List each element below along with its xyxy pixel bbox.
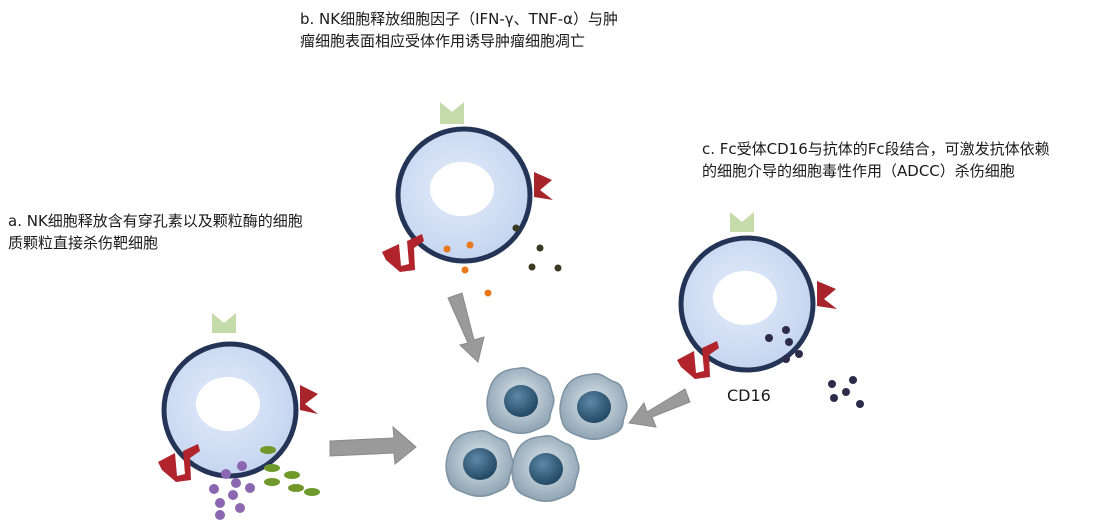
y-receptor-b (382, 234, 424, 272)
nk-cell-b (382, 102, 553, 272)
caption-c-line-1: c. Fc受体CD16与抗体的Fc段结合，可激发抗体依赖 (702, 140, 1050, 158)
tumor-cell-1 (486, 366, 555, 434)
cd16-label: CD16 (727, 386, 771, 405)
green-receptor-c (730, 212, 754, 232)
caption-b-line-2: 瘤细胞表面相应受体作用诱导肿瘤细胞凋亡 (300, 32, 586, 50)
caption-a: a. NK细胞释放含有穿孔素以及颗粒酶的细胞 质颗粒直接杀伤靶细胞 (8, 210, 303, 254)
arrow-c-to-tumor (628, 388, 691, 428)
adcc-granules (765, 326, 864, 408)
caption-c: c. Fc受体CD16与抗体的Fc段结合，可激发抗体依赖 的细胞介导的细胞毒性作… (702, 138, 1050, 182)
tumor-cell-3 (445, 429, 514, 497)
red-receptor-a (300, 385, 318, 414)
tumor-cell-4 (511, 434, 580, 502)
caption-b: b. NK细胞释放细胞因子（IFN-γ、TNF-α）与肿 瘤细胞表面相应受体作用… (300, 8, 618, 52)
caption-a-line-2: 质颗粒直接杀伤靶细胞 (8, 234, 159, 252)
cytokines (443, 224, 562, 297)
y-receptor-a (158, 444, 200, 482)
caption-b-line-1: b. NK细胞释放细胞因子（IFN-γ、TNF-α）与肿 (300, 10, 618, 28)
perforin-granules (209, 446, 320, 520)
arrow-a-to-tumor (329, 425, 417, 465)
tumor-cell-2 (559, 372, 628, 440)
caption-c-line-2: 的细胞介导的细胞毒性作用（ADCC）杀伤细胞 (702, 162, 1015, 180)
nk-cell-a (158, 313, 318, 482)
arrow-b-to-tumor (447, 292, 485, 363)
green-receptor-a (212, 313, 236, 333)
cd16-receptor-icon (677, 341, 719, 379)
tumor-cells (445, 366, 628, 502)
caption-a-line-1: a. NK细胞释放含有穿孔素以及颗粒酶的细胞 (8, 212, 303, 230)
nk-cell-c (677, 212, 837, 379)
red-receptor-b (534, 172, 553, 200)
red-receptor-c (817, 281, 837, 309)
green-receptor-b (440, 102, 464, 124)
